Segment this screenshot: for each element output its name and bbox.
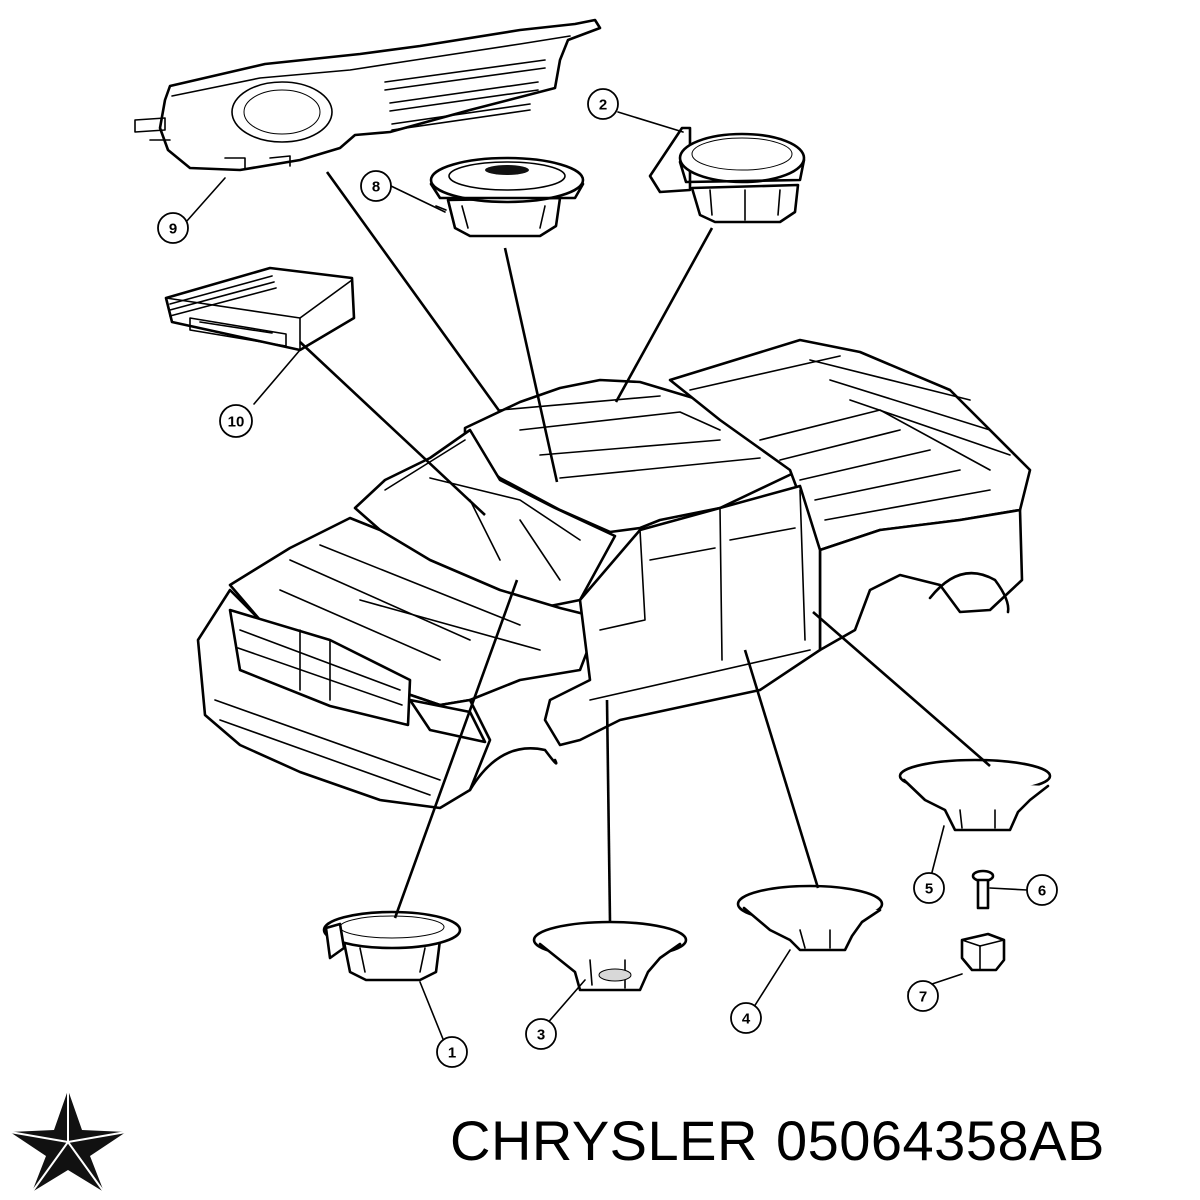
svg-text:3: 3 [537, 1027, 545, 1044]
callout-10: 10 [219, 404, 253, 438]
speaker-5-part [898, 758, 1052, 832]
speaker-4-part [736, 884, 884, 952]
subwoofer-enclosure-part [134, 18, 602, 172]
callout-7: 7 [907, 980, 939, 1012]
pickup-truck-body [196, 338, 1032, 810]
callout-8: 8 [360, 170, 392, 202]
callout-9: 9 [157, 212, 189, 244]
svg-text:6: 6 [1038, 883, 1046, 900]
svg-text:10: 10 [228, 414, 245, 431]
callout-5: 5 [913, 872, 945, 904]
svg-text:5: 5 [925, 881, 933, 898]
callout-1: 1 [436, 1036, 468, 1068]
callout-4: 4 [730, 1002, 762, 1034]
chrysler-pentastar-icon [8, 1088, 130, 1194]
svg-text:1: 1 [448, 1045, 456, 1062]
clip-7-part [960, 932, 1006, 972]
amplifier-part [164, 266, 356, 352]
brand-name: CHRYSLER [450, 1109, 758, 1172]
callout-3: 3 [525, 1018, 557, 1050]
speaker-3-part [532, 920, 688, 992]
part-label: CHRYSLER 05064358AB [450, 1108, 1190, 1180]
svg-text:9: 9 [169, 221, 177, 238]
part-number: 05064358AB [775, 1109, 1105, 1172]
screw-6-part [971, 869, 995, 910]
speaker-1-part [322, 910, 462, 982]
callout-6: 6 [1026, 874, 1058, 906]
svg-text:8: 8 [372, 179, 380, 196]
leader-lines [185, 111, 1028, 1045]
speaker-2-part [648, 126, 806, 224]
svg-text:2: 2 [599, 97, 607, 114]
speaker-8-part [429, 156, 585, 238]
callout-2: 2 [587, 88, 619, 120]
svg-text:4: 4 [742, 1011, 751, 1028]
svg-text:7: 7 [919, 989, 927, 1006]
